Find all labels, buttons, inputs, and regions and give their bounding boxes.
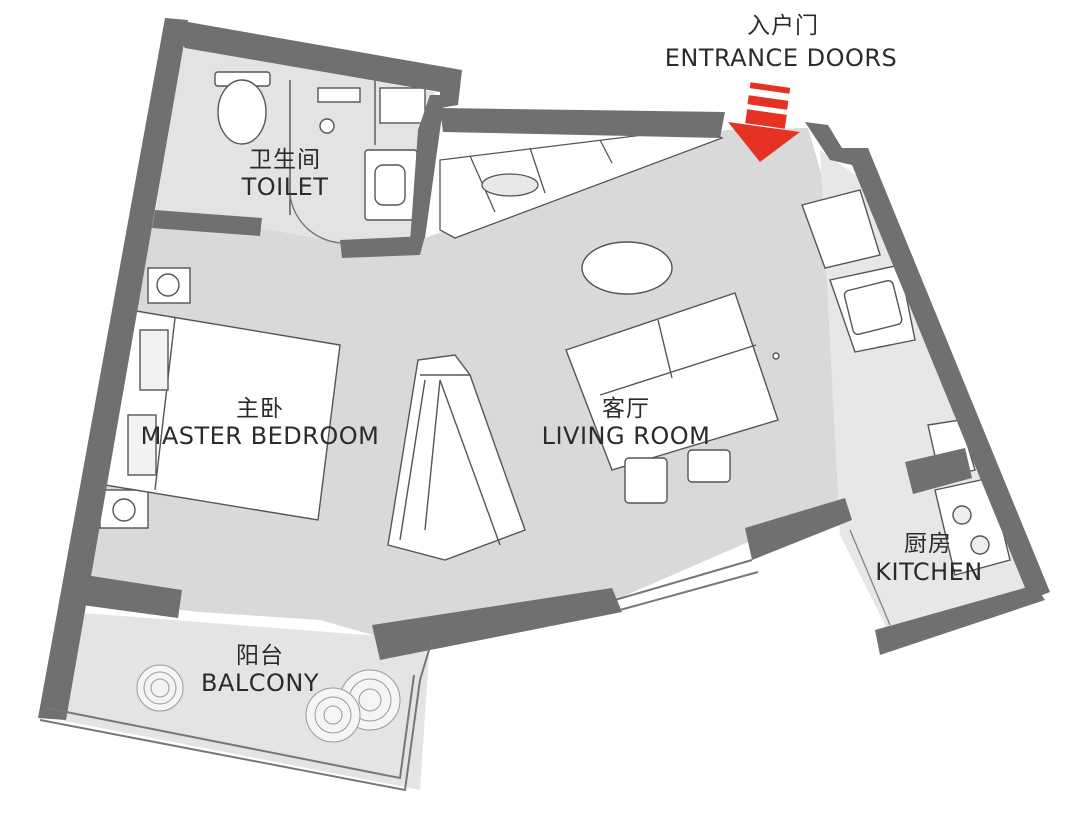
wall-living-right: [745, 498, 852, 560]
wall-balcony-left: [82, 575, 182, 618]
wall-toilet-bottom: [152, 210, 262, 236]
divider-unit: [387, 354, 526, 561]
living-furniture: [565, 241, 780, 504]
entrance-label-cn: 入户门: [747, 13, 819, 39]
wall-kitchen-divider: [905, 448, 972, 494]
kitchen-label-cn: 厨房: [904, 531, 952, 557]
balcony-label-cn: 阳台: [236, 643, 284, 669]
living-label-cn: 客厅: [602, 396, 650, 422]
entry-cabinets: [439, 127, 724, 239]
wall-kitchen-bottom: [875, 585, 1045, 655]
red-arrow-down-icon: [728, 82, 800, 162]
bedroom-furniture: [99, 267, 341, 529]
living-label-en: LIVING ROOM: [541, 422, 711, 450]
coffee-table: [581, 241, 673, 295]
balcony-floor: [60, 612, 430, 790]
sofa: [565, 292, 779, 471]
bedroom-label-cn: 主卧: [236, 396, 284, 422]
entrance-label-en: ENTRANCE DOORS: [664, 44, 898, 72]
plant-icons: [136, 664, 401, 743]
kitchen-label-en: KITCHEN: [875, 558, 983, 586]
wall-right-upper: [805, 122, 1050, 600]
wall-top-entry: [440, 108, 725, 138]
toilet-label-cn: 卫生间: [249, 147, 321, 173]
balcony-label-en: BALCONY: [200, 669, 319, 697]
walls: [38, 18, 1050, 720]
balcony-railing: [39, 559, 759, 792]
toilet-fixtures: [214, 71, 426, 244]
wall-toilet-right: [410, 95, 445, 242]
wall-toilet-door-stub: [340, 236, 425, 258]
wall-living-mid: [372, 588, 622, 660]
wall-top-toilet: [165, 18, 462, 108]
wall-left: [38, 18, 188, 720]
toilet-label-en: TOILET: [241, 173, 329, 201]
bedroom-label-en: MASTER BEDROOM: [140, 422, 380, 450]
